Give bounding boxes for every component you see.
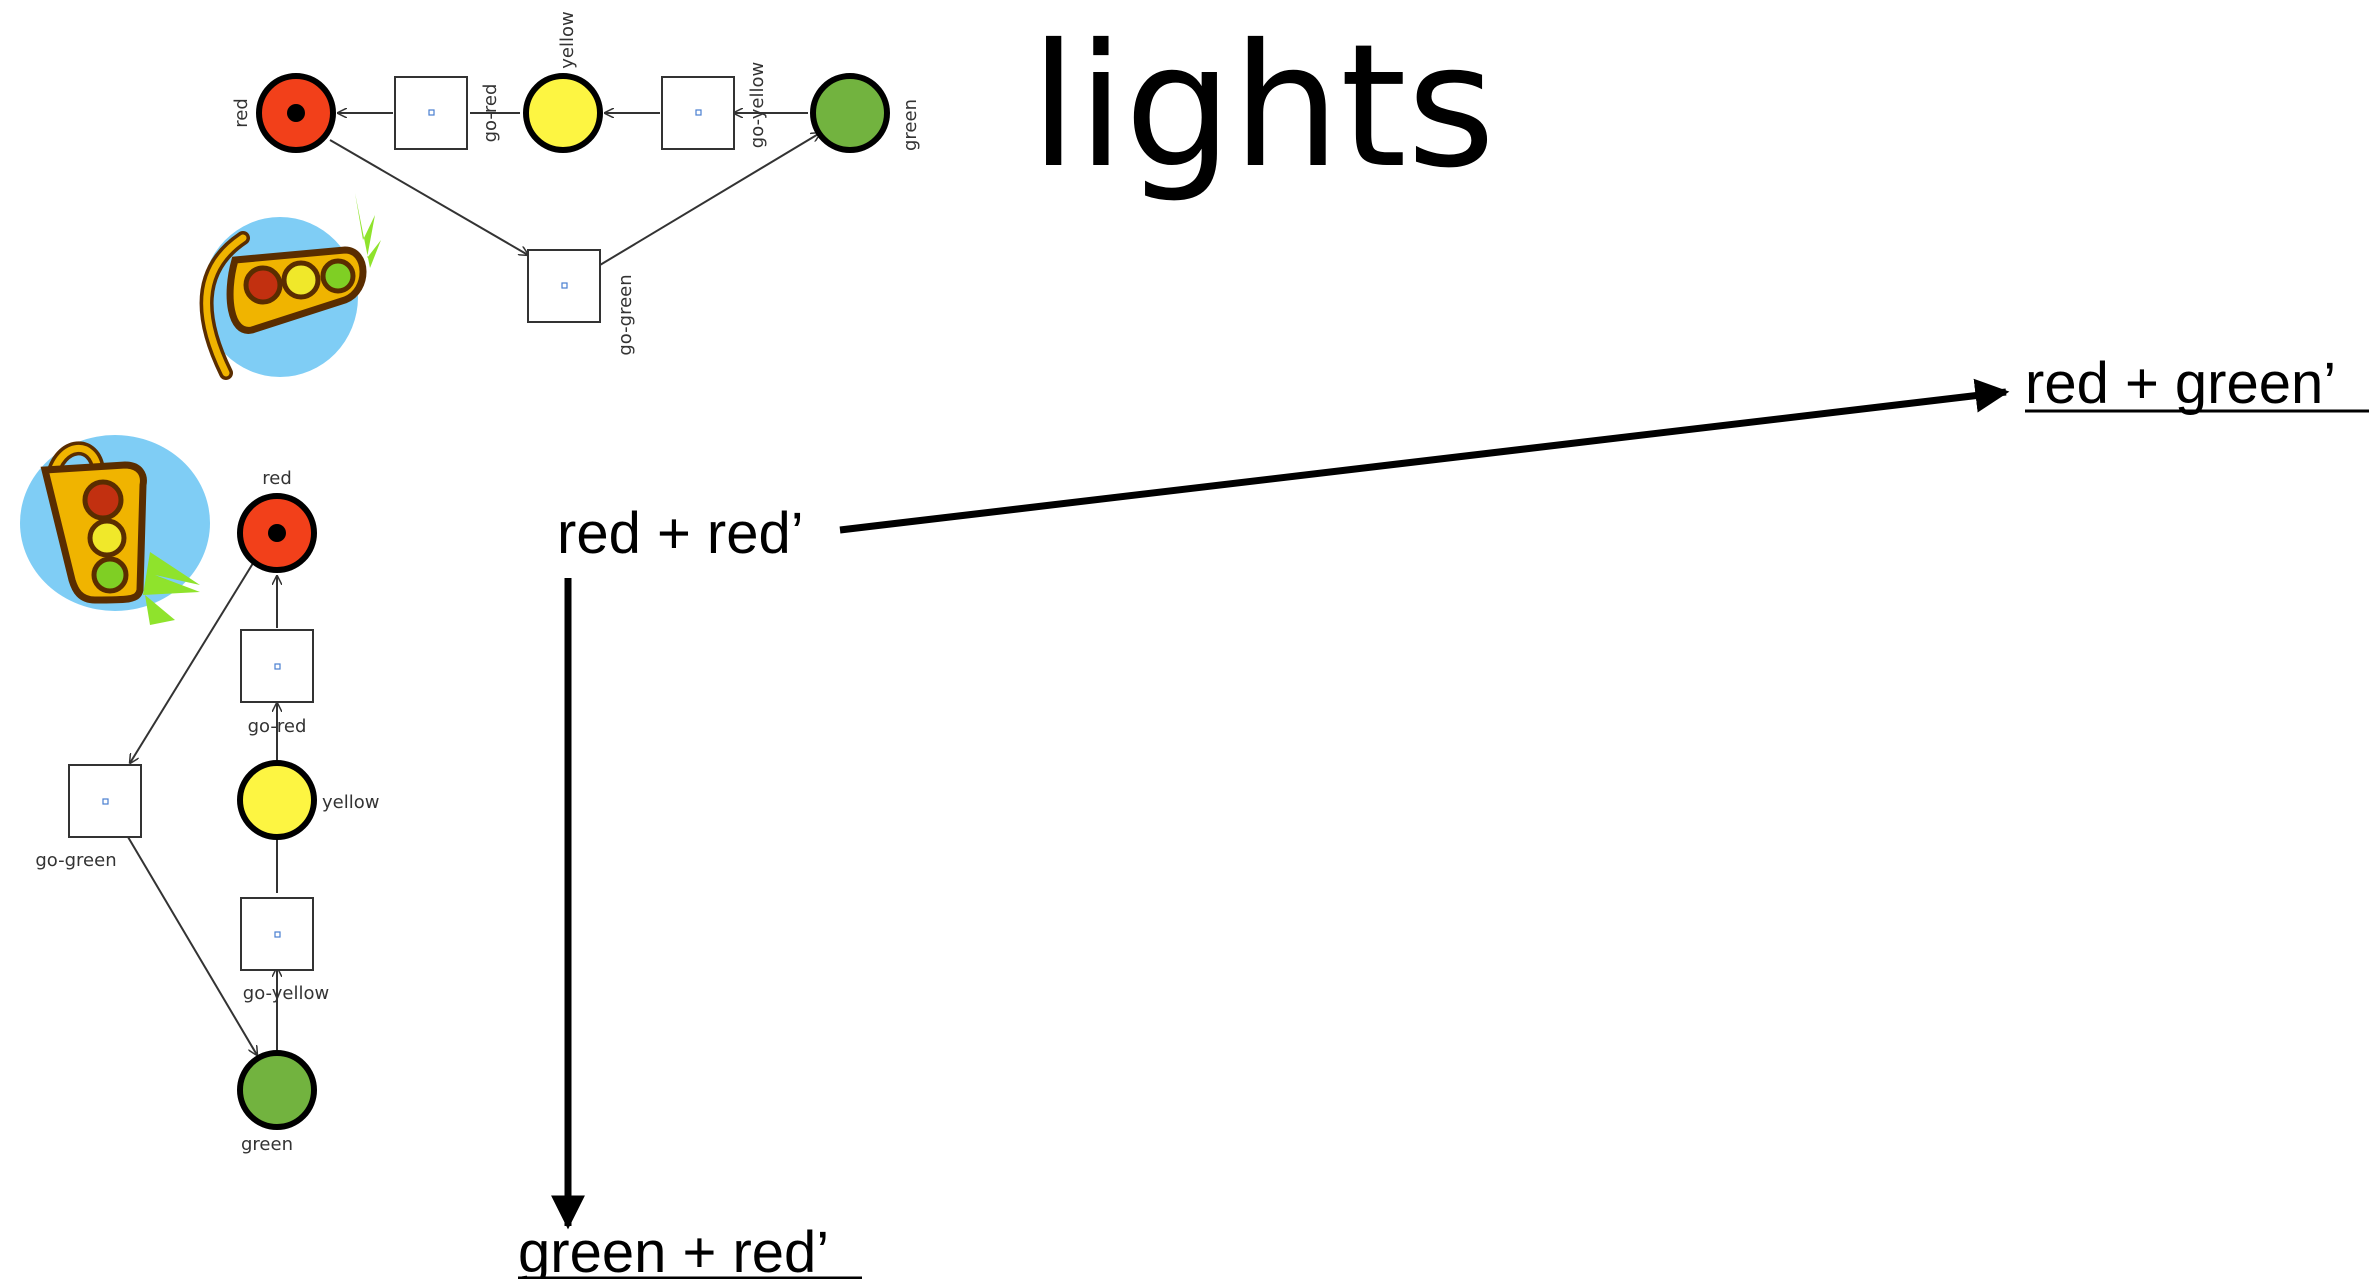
place-yellow xyxy=(237,760,317,840)
label-go-red: go-red xyxy=(248,716,307,737)
transition-center-dot xyxy=(561,282,568,289)
state-initial: red + red’ xyxy=(557,501,804,566)
label-yellow: yellow xyxy=(557,11,578,68)
label-go-red: go-red xyxy=(480,84,501,143)
page-title: lights xyxy=(1030,8,1495,206)
label-red: red xyxy=(262,468,292,489)
arc xyxy=(127,836,257,1055)
traffic-light-icon xyxy=(199,193,381,380)
transition-go-red xyxy=(240,629,314,703)
transition-go-red xyxy=(394,76,468,150)
label-go-yellow: go-yellow xyxy=(747,62,768,148)
petri-net-vertical: red go-red yellow go-yellow go-green gre… xyxy=(35,468,379,1155)
transition-center-dot xyxy=(428,109,435,116)
arc xyxy=(130,559,256,763)
transition-center-dot xyxy=(274,663,281,670)
traffic-light-icon xyxy=(20,435,210,625)
label-green: green xyxy=(900,99,921,151)
transition-go-green xyxy=(68,764,142,838)
transition-center-dot xyxy=(102,798,109,805)
label-go-yellow: go-yellow xyxy=(243,983,329,1004)
place-green xyxy=(237,1050,317,1130)
place-green xyxy=(810,73,890,153)
label-yellow: yellow xyxy=(322,792,379,813)
arc xyxy=(329,139,528,255)
state-space-graph: red + red’ red + green’ green + red’ xyxy=(518,351,2369,1279)
place-yellow xyxy=(523,73,603,153)
transition-go-yellow xyxy=(240,897,314,971)
state-down-successor: green + red’ xyxy=(518,1220,829,1279)
label-go-green: go-green xyxy=(35,850,116,871)
arc xyxy=(599,133,820,266)
transition-center-dot xyxy=(274,931,281,938)
token-dot xyxy=(287,104,305,122)
state-right-successor: red + green’ xyxy=(2025,351,2336,416)
label-go-green: go-green xyxy=(615,274,636,355)
transition-go-yellow xyxy=(661,76,735,150)
token-dot xyxy=(268,524,286,542)
transition-go-green xyxy=(527,249,601,323)
label-green: green xyxy=(241,1134,293,1155)
transition-center-dot xyxy=(695,109,702,116)
petri-net-horizontal: red go-red yellow go-yellow green go-gre… xyxy=(231,11,921,355)
transition-arrow-right xyxy=(839,378,2010,534)
label-red: red xyxy=(231,98,252,128)
